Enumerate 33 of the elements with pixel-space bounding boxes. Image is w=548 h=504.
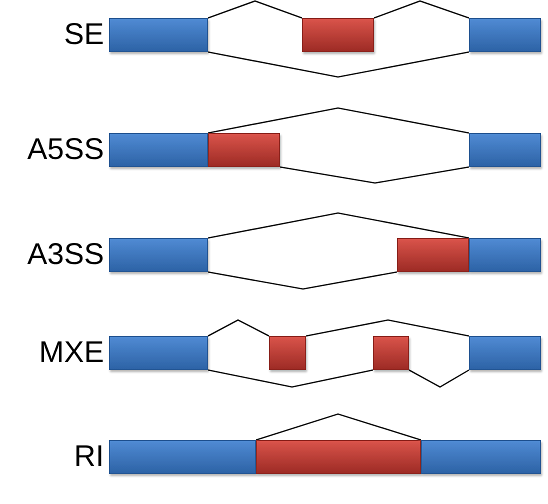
splice-junction-line (208, 0, 302, 19)
exon-box (109, 18, 208, 52)
splice-junction-line (208, 319, 270, 337)
exon-box (109, 336, 208, 370)
splice-junction-line (280, 166, 470, 184)
event-type-label: RI (74, 442, 104, 472)
exon-box (469, 238, 541, 272)
exon-box (109, 238, 208, 272)
event-type-label: A5SS (27, 135, 104, 165)
exon-box (469, 336, 541, 370)
exon-box (269, 336, 306, 370)
splice-junction-line (306, 319, 470, 337)
splice-junction-line (374, 0, 470, 19)
exon-box (109, 440, 256, 474)
splice-junction-line (408, 369, 470, 388)
exon-box (397, 238, 469, 272)
exon-box (256, 440, 421, 474)
exon-box (469, 133, 541, 167)
splice-junction-line (208, 107, 470, 134)
exon-box (421, 440, 541, 474)
splice-junction-line (208, 212, 470, 239)
splice-junction-line (256, 413, 422, 441)
event-type-label: MXE (38, 338, 104, 368)
splice-junction-line (208, 51, 470, 78)
event-type-label: A3SS (27, 240, 104, 270)
exon-box (373, 336, 409, 370)
event-type-label: SE (64, 20, 104, 50)
exon-box (208, 133, 280, 167)
exon-box (469, 18, 541, 52)
exon-box (302, 18, 374, 52)
splice-junction-line (208, 369, 374, 388)
exon-box (109, 133, 208, 167)
splice-junction-line (208, 271, 398, 290)
